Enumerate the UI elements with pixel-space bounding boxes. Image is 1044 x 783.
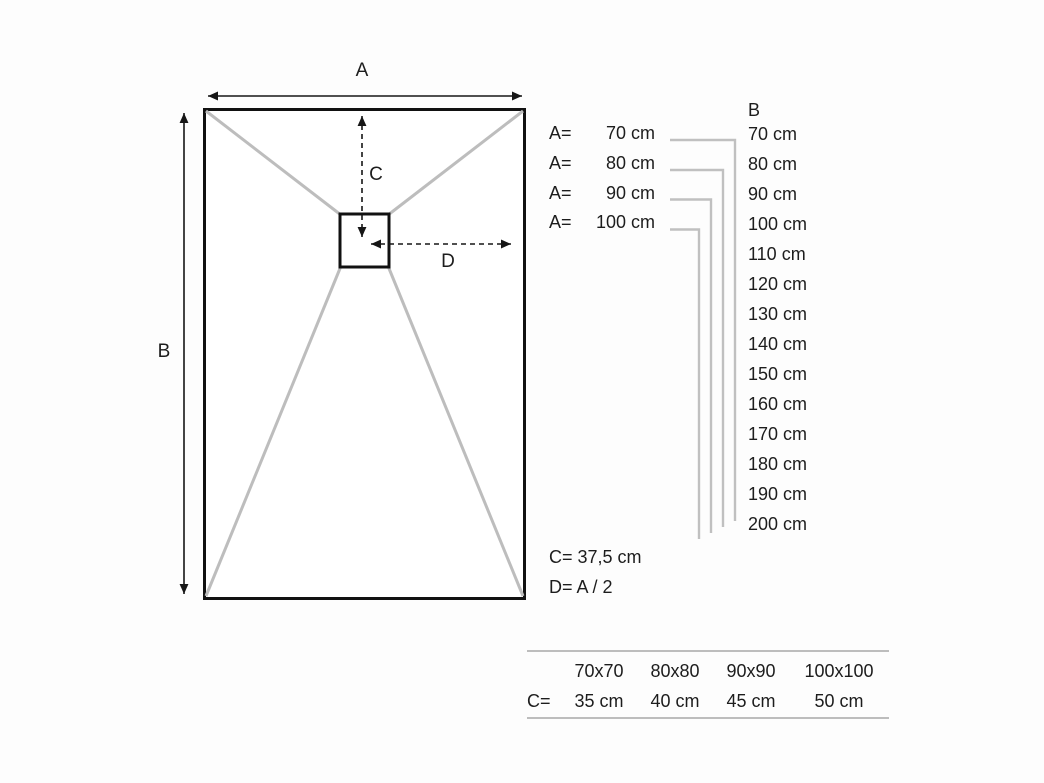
diagonal-line-bottom-right: [386, 265, 525, 597]
b-length-value: 120 cm: [748, 274, 808, 294]
b-length-value: 110 cm: [748, 244, 806, 264]
a-option-row: A= 90 cm: [549, 179, 655, 209]
width-dim-label: A: [355, 60, 369, 81]
b-length-value: 200 cm: [748, 514, 808, 534]
b-length-value: 170 cm: [748, 424, 808, 444]
b-length-value: 190 cm: [748, 484, 808, 504]
a-option-value: 90 cm: [605, 182, 655, 203]
drain-square: [338, 212, 391, 269]
b-length-value: 180 cm: [748, 454, 808, 474]
a-option-prefix: A=: [549, 152, 572, 173]
a-option-value: 70 cm: [605, 123, 655, 143]
d-formula-text: D= A / 2: [549, 577, 613, 597]
table-size-header: 100x100: [804, 661, 874, 681]
table-size-header: 80x80: [650, 661, 700, 681]
b-length-value: 80 cm: [748, 154, 798, 174]
diagonal-line-bottom-left: [204, 265, 343, 597]
diagonal-line-top-right: [387, 109, 524, 217]
b-length-value: 140 cm: [748, 334, 808, 354]
b-column-header: B: [748, 100, 761, 120]
b-length-value: 100 cm: [748, 214, 808, 234]
table-c-value: 40 cm: [650, 691, 700, 711]
leader-line-a100: [670, 228, 701, 539]
table-c-value: 35 cm: [574, 691, 624, 711]
a-option-row: A= 70 cm: [549, 119, 655, 149]
b-length-value: 160 cm: [748, 394, 808, 414]
a-option-value: 100 cm: [595, 212, 655, 233]
leader-line-a90: [670, 198, 713, 533]
b-length-list: 70 cm 80 cm 90 cm 100 cm 110 cm 120 cm 1…: [748, 119, 807, 539]
a-option-row: A= 80 cm: [549, 149, 655, 179]
square-sizes-table: 70x70 80x80 90x90 100x100 C= 35 cm 40 cm…: [527, 656, 889, 716]
b-length-value: 150 cm: [748, 364, 808, 384]
table-size-header: 90x90: [726, 661, 776, 681]
table-c-value: 50 cm: [814, 691, 864, 711]
table-row-label: C=: [527, 691, 551, 711]
table-c-value: 45 cm: [726, 691, 776, 711]
b-length-value: 90 cm: [748, 184, 798, 204]
diagonal-line-top-left: [205, 109, 342, 217]
leader-line-a70: [670, 138, 737, 521]
a-option-prefix: A=: [549, 212, 572, 233]
b-length-value: 130 cm: [748, 304, 808, 324]
drain-side-dim-label: D: [441, 251, 455, 272]
height-dim-label: B: [157, 341, 171, 362]
b-length-value: 70 cm: [748, 124, 798, 144]
table-size-header: 70x70: [574, 661, 624, 681]
a-option-prefix: A=: [549, 123, 572, 143]
drain-offset-dim-label: C: [369, 164, 383, 185]
leader-line-a80: [670, 168, 725, 527]
a-option-row: A= 100 cm: [549, 208, 655, 238]
a-option-prefix: A=: [549, 182, 572, 203]
a-option-value: 80 cm: [605, 152, 655, 173]
table-corner-cell: [527, 656, 561, 686]
c-formula-text: C= 37,5 cm: [549, 547, 642, 567]
a-width-options-list: A= 70 cm A= 80 cm A= 90 cm A= 100 cm: [549, 119, 655, 238]
